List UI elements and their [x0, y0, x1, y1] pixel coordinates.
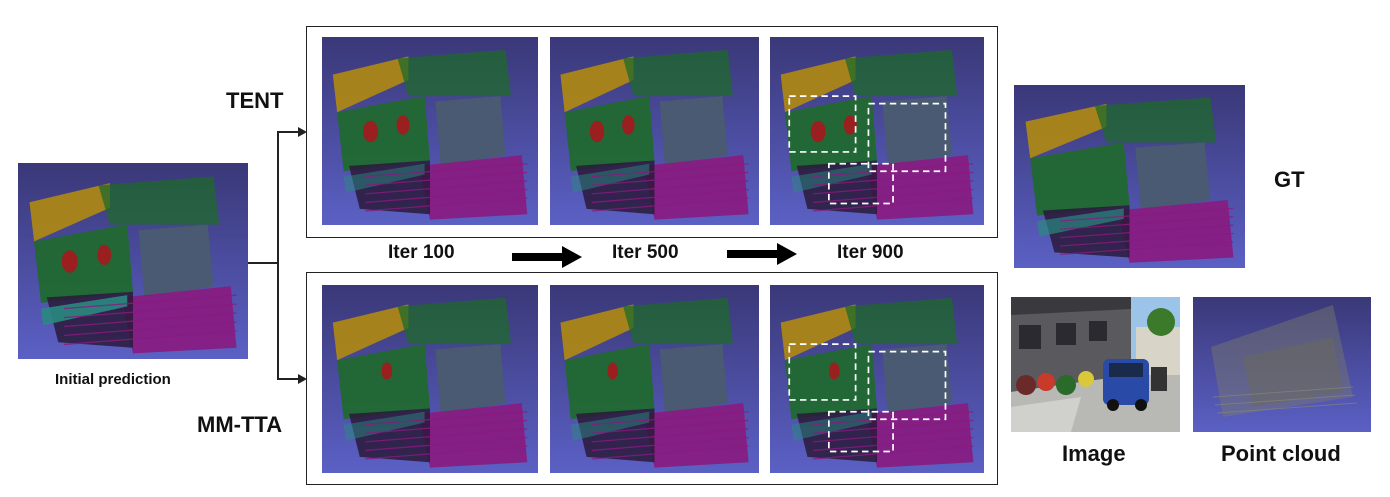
connector-top	[277, 131, 299, 133]
tent-iter100-thumb	[322, 37, 538, 225]
big-arrow-2	[727, 243, 797, 265]
initial-prediction-thumb	[18, 163, 248, 359]
connector-main	[248, 262, 278, 264]
camera-image	[1011, 297, 1180, 432]
mmtta-iter100-thumb	[322, 285, 538, 473]
point-cloud-image	[1193, 297, 1371, 432]
connector-top-arrowhead	[298, 127, 307, 137]
segmentation-scene	[322, 285, 538, 473]
segmentation-scene	[1014, 85, 1245, 268]
mmtta-iter500-thumb	[550, 285, 759, 473]
segmentation-scene	[550, 37, 759, 225]
tent-iter900-thumb	[770, 37, 984, 225]
connector-vertical	[277, 131, 279, 379]
segmentation-scene	[18, 163, 248, 359]
segmentation-scene	[770, 285, 984, 473]
connector-bottom-arrowhead	[298, 374, 307, 384]
initial-prediction-label: Initial prediction	[55, 371, 171, 388]
segmentation-scene	[770, 37, 984, 225]
mmtta-iter900-thumb	[770, 285, 984, 473]
big-arrow-1	[512, 246, 582, 268]
tent-label: TENT	[226, 88, 284, 113]
image-label: Image	[1062, 441, 1126, 466]
tent-panel	[306, 26, 998, 238]
gt-thumb	[1014, 85, 1245, 268]
connector-bottom	[277, 378, 299, 380]
mmtta-panel	[306, 272, 998, 485]
iter-500-label: Iter 500	[612, 242, 679, 263]
point-cloud-label: Point cloud	[1221, 441, 1341, 466]
tent-iter500-thumb	[550, 37, 759, 225]
iter-100-label: Iter 100	[388, 242, 455, 263]
iter-900-label: Iter 900	[837, 242, 904, 263]
gt-label: GT	[1274, 167, 1305, 192]
segmentation-scene	[322, 37, 538, 225]
segmentation-scene	[550, 285, 759, 473]
mmtta-label: MM-TTA	[197, 412, 283, 437]
